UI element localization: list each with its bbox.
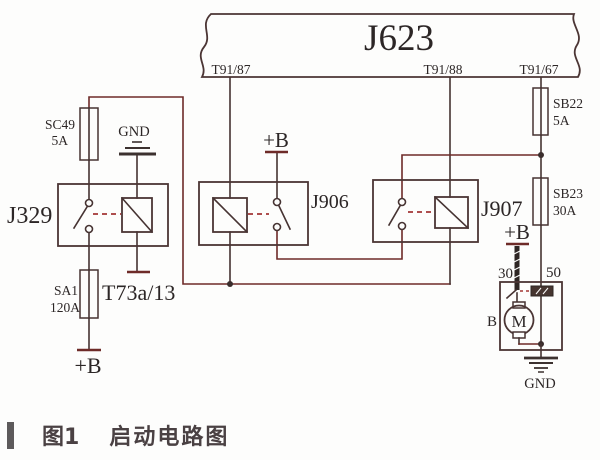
ecu-box-outline — [199, 13, 581, 78]
starter-terminal-30-label: 30 — [498, 266, 513, 282]
battery-plus-label: +B — [74, 353, 101, 378]
terminal-t73a13-label: T73a/13 — [102, 280, 175, 305]
fuse-sa1-rating: 120A — [50, 300, 80, 315]
caption-title: 启动电路图 — [109, 425, 230, 450]
junction-dot — [227, 281, 233, 287]
relay-j906-contact — [272, 197, 282, 207]
ground-left-label: GND — [118, 124, 149, 140]
relay-j906: J906 — [198, 181, 349, 246]
relay-j907-coil-diagonal — [433, 195, 470, 230]
fuse-sb22: SB22 5A — [532, 87, 583, 136]
relay-j329: J329 — [7, 183, 169, 247]
fuse-sc49-name: SC49 — [45, 117, 75, 132]
relay-j329-coil — [121, 197, 153, 233]
relay-j907-contact — [397, 197, 407, 207]
relay-j907-contact — [397, 221, 407, 231]
relay-j906-coil-diagonal — [211, 196, 249, 234]
ground-right: GND — [524, 343, 558, 392]
cable-hatch — [513, 250, 521, 255]
fuse-sb23-name: SB23 — [553, 186, 583, 201]
fuse-sb22-rating: 5A — [553, 113, 570, 128]
ecu-j623: J623 T91/87 T91/88 T91/67 — [199, 13, 581, 78]
relay-j906-contact — [272, 222, 282, 232]
junction-dot — [538, 152, 544, 158]
relay-j907-switch-blade — [387, 204, 402, 227]
relay-j329-label: J329 — [7, 203, 52, 229]
solenoid-hatch — [535, 287, 542, 295]
figure-caption: 图1 启动电路图 — [0, 412, 600, 458]
caption-marker-bar — [7, 421, 14, 449]
starter-solenoid — [530, 285, 554, 297]
fuse-sb23-rating: 30A — [553, 203, 577, 218]
cable-hatch — [513, 258, 521, 263]
ecu-terminal-t91-67: T91/67 — [520, 62, 559, 77]
relay-j907-coil — [434, 196, 469, 229]
fuse-sb22-name: SB22 — [553, 96, 583, 111]
ecu-terminal-t91-88: T91/88 — [424, 62, 463, 77]
starting-circuit-diagram: J623 T91/87 T91/88 T91/67 SC49 5A — [7, 13, 583, 392]
relay-j329-coil-diagonal — [120, 196, 154, 234]
wire — [401, 154, 542, 199]
starter-terminal-50-label: 50 — [546, 265, 561, 281]
relay-j329-box — [57, 183, 169, 247]
ground-right-label: GND — [524, 376, 555, 392]
relay-j906-box — [198, 181, 309, 246]
relay-j329-contact — [84, 198, 94, 208]
starter-switch-blade — [505, 288, 518, 300]
battery-plus-j906: +B — [263, 128, 289, 154]
battery-plus-label: +B — [504, 220, 530, 244]
starter-box — [499, 281, 563, 351]
fuse-sc49: SC49 5A — [45, 107, 99, 161]
starter-motor-label: M — [511, 312, 526, 331]
solenoid-hatch — [542, 287, 549, 295]
ecu-terminal-t91-87: T91/87 — [212, 62, 251, 77]
terminal-t73a13: T73a/13 — [102, 270, 175, 305]
wiring — [88, 77, 544, 351]
ecu-label: J623 — [364, 18, 434, 59]
relay-j907: J907 — [372, 179, 523, 243]
battery-plus-label: +B — [263, 128, 289, 152]
cable-hatch — [513, 274, 521, 279]
relay-j906-coil — [212, 197, 248, 233]
fuse-sb23: SB23 30A — [532, 177, 583, 226]
starter-terminal-b-label: B — [487, 314, 497, 330]
cable-hatch — [513, 266, 521, 271]
wire — [88, 96, 451, 285]
battery-plus-starter: +B 30 50 — [498, 220, 561, 290]
relay-j907-box — [372, 179, 479, 243]
relay-j906-switch-blade — [277, 204, 292, 231]
fuse-sa1: SA1 120A — [50, 269, 99, 319]
motor-terminal — [512, 331, 526, 339]
relay-j329-switch-blade — [72, 205, 89, 230]
starter-motor-assembly: M B — [487, 281, 563, 351]
caption-figure-number: 图1 — [42, 425, 80, 450]
relay-j329-contact — [84, 224, 94, 234]
relay-j906-label: J906 — [311, 191, 349, 213]
ground-left: GND — [118, 124, 156, 156]
battery-plus-left: +B — [74, 348, 102, 378]
fuse-sc49-rating: 5A — [52, 133, 69, 148]
fuse-sa1-name: SA1 — [54, 283, 78, 298]
relay-j907-label: J907 — [481, 196, 523, 221]
